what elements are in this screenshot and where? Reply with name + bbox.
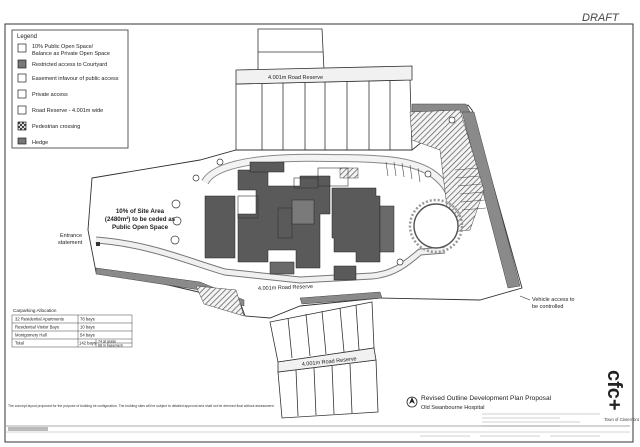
legend-title: Legend (17, 34, 37, 40)
svg-text:Easement infavour of public ac: Easement infavour of public access (32, 76, 119, 82)
building-east (331, 187, 381, 263)
entrance-statement: Entrance statement (58, 233, 100, 246)
road-reserve-north: 4.001m Road Reserve (235, 65, 413, 85)
client-name: Town of Claremont (604, 417, 640, 422)
parking-row-2-label: Residential Visitor Bays (15, 325, 59, 330)
building-central-north (249, 161, 285, 173)
svg-text:Private access: Private access (32, 92, 68, 98)
svg-text:Entrance: Entrance (60, 233, 82, 239)
building-block-mid (291, 199, 315, 225)
logo: cfc+ (603, 370, 625, 411)
parking-row-3-value: 54 bays (80, 333, 95, 338)
hospital-buildings (204, 161, 395, 281)
svg-text:Hedge: Hedge (32, 140, 48, 146)
south-lots (269, 301, 379, 419)
title-block: Revised Outline Development Plan Proposa… (406, 370, 640, 437)
legend: Legend 10% Public Open Space/ Balance as… (11, 29, 129, 149)
open-space-note: 10% of Site Area (2480m²) to be ceded as… (105, 208, 176, 231)
legend-item-easement: Easement infavour of public access (17, 73, 119, 83)
building-east-small (333, 265, 357, 281)
svg-text:(2480m²) to be ceded as: (2480m²) to be ceded as (105, 216, 176, 223)
parking-row-1-value: 78 bays (80, 317, 95, 322)
site-map: 4.001m Road Reserve 4.001m Road Reserve (58, 28, 575, 419)
road-reserve-bottom-label: 4.001m Road Reserve (302, 356, 357, 368)
svg-text:Pedestrian crossing: Pedestrian crossing (32, 124, 80, 130)
road-reserve-south: 4.001m Road Reserve (277, 347, 377, 373)
parking-table: Carparking Allocation 32 Residential Apa… (11, 308, 133, 347)
building-east-annex (379, 205, 395, 253)
road-reserve-mid-label: 4.001m Road Reserve (258, 284, 313, 292)
legend-item-public-open-space: 10% Public Open Space/ Balance as Privat… (17, 43, 110, 57)
north-arrow-icon (406, 396, 418, 408)
building-central (237, 169, 331, 269)
svg-text:be controlled: be controlled (532, 304, 564, 310)
parking-row-total-value: 142 bays (79, 341, 96, 346)
svg-text:Public Open Space: Public Open Space (112, 224, 169, 231)
plan-title: Revised Outline Development Plan Proposa… (421, 395, 552, 402)
parking-row-total-basement: 68 in basement (98, 343, 123, 347)
road-reserve-top-label: 4.001m Road Reserve (268, 75, 323, 81)
trees (170, 116, 456, 266)
svg-text:cfc+: cfc+ (603, 370, 625, 411)
vehicle-access-note: Vehicle access to be controlled (519, 295, 575, 310)
legend-item-restricted-access: Restricted access to Courtyard (17, 59, 107, 69)
svg-text:10% of Site Area: 10% of Site Area (116, 208, 165, 215)
parking-bays (385, 161, 487, 211)
notes-text: The concept layout proposed for the purp… (8, 404, 275, 408)
plan-subtitle: Old Swanbourne Hospital (421, 405, 484, 411)
svg-text:statement: statement (58, 240, 83, 246)
turning-circle (413, 203, 459, 249)
svg-text:10% Public Open Space/: 10% Public Open Space/ (32, 44, 94, 50)
parking-row-total-label: Total (15, 341, 24, 346)
north-lots (235, 28, 413, 151)
legend-item-road-reserve: Road Reserve - 4.001m wide (17, 105, 103, 115)
parking-row-total-grade: 74 at grade (98, 339, 116, 343)
parking-row-1-label: 32 Residential Apartments (15, 317, 64, 322)
building-west (204, 195, 236, 259)
parking-row-3-label: Montgomery Hall (15, 333, 47, 338)
draft-stamp: DRAFT (582, 12, 620, 24)
parking-table-title: Carparking Allocation (13, 308, 57, 313)
svg-text:Balance as Private Open Space: Balance as Private Open Space (32, 51, 110, 57)
svg-text:Restricted access to Courtyard: Restricted access to Courtyard (32, 62, 107, 68)
legend-item-private-access: Private access (17, 89, 68, 99)
legend-item-hedge: Hedge (17, 137, 48, 146)
parking-row-2-value: 10 bays (80, 325, 95, 330)
svg-text:Road Reserve - 4.001m wide: Road Reserve - 4.001m wide (32, 108, 103, 114)
building-outlines (237, 167, 349, 239)
legend-item-pedestrian-crossing: Pedestrian crossing (17, 121, 80, 131)
svg-text:Vehicle access to: Vehicle access to (532, 297, 575, 303)
